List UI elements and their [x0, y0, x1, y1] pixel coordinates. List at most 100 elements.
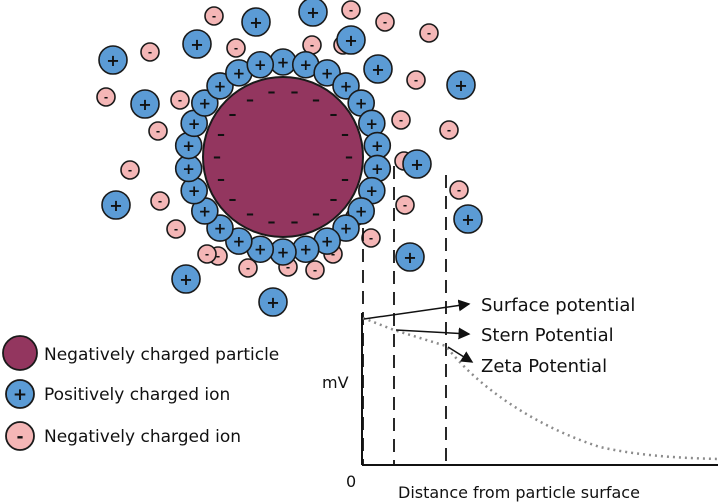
negative-ion: -: [197, 244, 217, 264]
surface-charge: –: [228, 105, 236, 124]
stern-potential-label: Stern Potential: [481, 325, 614, 346]
surface-charge: –: [312, 204, 320, 223]
positive-ion: +: [347, 89, 375, 117]
surface-charge: –: [213, 147, 221, 166]
negative-ion: -: [419, 23, 439, 43]
positive-ion-circle: [395, 242, 425, 272]
positive-ion: +: [174, 154, 203, 183]
negative-ion-symbol: -: [399, 115, 403, 127]
negative-ion-symbol: -: [447, 125, 451, 137]
negative-ion-symbol: -: [246, 263, 250, 275]
legend-particle-label: Negatively charged particle: [44, 345, 279, 365]
positive-ion-symbol: +: [214, 77, 227, 95]
negative-ion: -: [226, 38, 246, 58]
negative-ion: -: [120, 160, 140, 180]
positive-ion-circle: [98, 45, 128, 75]
positive-ion: +: [182, 29, 212, 59]
positive-ion-symbol: +: [461, 210, 475, 229]
positive-ion-circle: [453, 204, 483, 234]
positive-ion-circle: [101, 190, 131, 220]
positive-ion: +: [453, 204, 483, 234]
positive-ion: +: [298, 0, 328, 27]
positive-ion: +: [446, 70, 476, 100]
negative-ion: -: [150, 191, 170, 211]
positive-ion-circle: [336, 25, 366, 55]
legend-positive-ion-swatch: [5, 379, 35, 409]
positive-ion-symbol: +: [277, 243, 290, 261]
positive-ion: +: [291, 50, 320, 79]
negative-ion-symbol: -: [212, 11, 216, 23]
negative-ion: -: [96, 87, 116, 107]
negative-ion-circle: [406, 70, 426, 90]
negative-ion-symbol: -: [331, 249, 335, 261]
positive-ion: +: [269, 48, 297, 76]
negative-ion: -: [166, 219, 186, 239]
negative-ion-symbol: -: [310, 40, 314, 52]
legend-particle-swatch: [2, 335, 38, 371]
positive-ion: +: [241, 7, 271, 37]
surface-charge: –: [341, 124, 349, 143]
negative-ion-circle: [341, 0, 361, 20]
surface-charge: –: [246, 90, 254, 109]
positive-ion-circle: [225, 227, 253, 255]
negative-ion-circle: [238, 258, 258, 278]
stern-potential-arrow: [395, 327, 471, 340]
negative-ion-circle: [439, 120, 459, 140]
positive-ion-symbol: +: [182, 160, 195, 178]
positive-ion-symbol: +: [233, 64, 246, 82]
legend-item-negative-ion: - Negatively charged ion: [5, 421, 241, 451]
legend-item-particle: Negatively charged particle: [2, 335, 279, 371]
legend-positive-ion-label: Positively charged ion: [44, 385, 230, 405]
negative-ion-symbol: -: [104, 92, 108, 104]
negative-ion-circle: [449, 180, 469, 200]
positive-ion: +: [258, 287, 288, 317]
negative-ion-symbol: -: [148, 47, 152, 59]
negative-ion-circle: [150, 191, 170, 211]
positive-ion-circle: [402, 149, 432, 179]
x-axis-label: Distance from particle surface: [398, 483, 640, 502]
positive-ion-circle: [313, 59, 341, 87]
negative-ion-symbol: -: [313, 265, 317, 277]
positive-ion-symbol: +: [355, 94, 368, 112]
potential-graph: mV 0 Distance from particle surface Surf…: [322, 295, 719, 502]
negative-ion: -: [305, 260, 325, 280]
negative-ion-circle: [395, 195, 415, 215]
negative-ion: -: [361, 228, 381, 248]
positive-ion: +: [130, 89, 160, 119]
negative-ion-circle: [197, 244, 217, 264]
negative-ion-symbol: -: [205, 249, 209, 261]
surface-charge: –: [217, 170, 225, 189]
positive-ion-circle: [258, 287, 288, 317]
surface-charge: –: [290, 82, 298, 101]
positive-ion-symbol: +: [249, 13, 263, 32]
positive-ion: +: [180, 109, 208, 138]
positive-ion: +: [332, 214, 360, 242]
positive-ion-symbol: +: [344, 31, 358, 50]
positive-ion-symbol: +: [454, 76, 468, 95]
positive-ion: +: [313, 59, 341, 87]
positive-ion: +: [363, 131, 392, 160]
positive-ion: +: [358, 109, 386, 138]
negative-ion-symbol: -: [128, 165, 132, 177]
potential-curve: [362, 316, 719, 461]
negative-ion-circle: [170, 90, 190, 110]
negative-ion: -: [238, 258, 258, 278]
legend-positive-ion-symbol: +: [13, 385, 27, 405]
positive-ion-circle: [246, 50, 275, 79]
legend-negative-ion-symbol: -: [16, 427, 23, 447]
surface-potential-label: Surface potential: [481, 295, 635, 316]
negative-ion-symbol: -: [174, 224, 178, 236]
legend-negative-ion-swatch: [5, 421, 35, 451]
negative-ion-circle: [361, 228, 381, 248]
negative-ion: -: [204, 6, 224, 26]
positive-ion: +: [395, 242, 425, 272]
positive-ion-symbol: +: [299, 56, 312, 74]
positive-ion-symbol: +: [410, 155, 424, 174]
negative-ion-symbol: -: [457, 185, 461, 197]
negative-ion: -: [449, 180, 469, 200]
positive-ion-symbol: +: [366, 115, 379, 133]
positive-ion-symbol: +: [321, 233, 334, 251]
positive-ion-circle: [332, 214, 360, 242]
negative-ion-symbol: -: [158, 196, 162, 208]
negative-ion: -: [375, 12, 395, 32]
